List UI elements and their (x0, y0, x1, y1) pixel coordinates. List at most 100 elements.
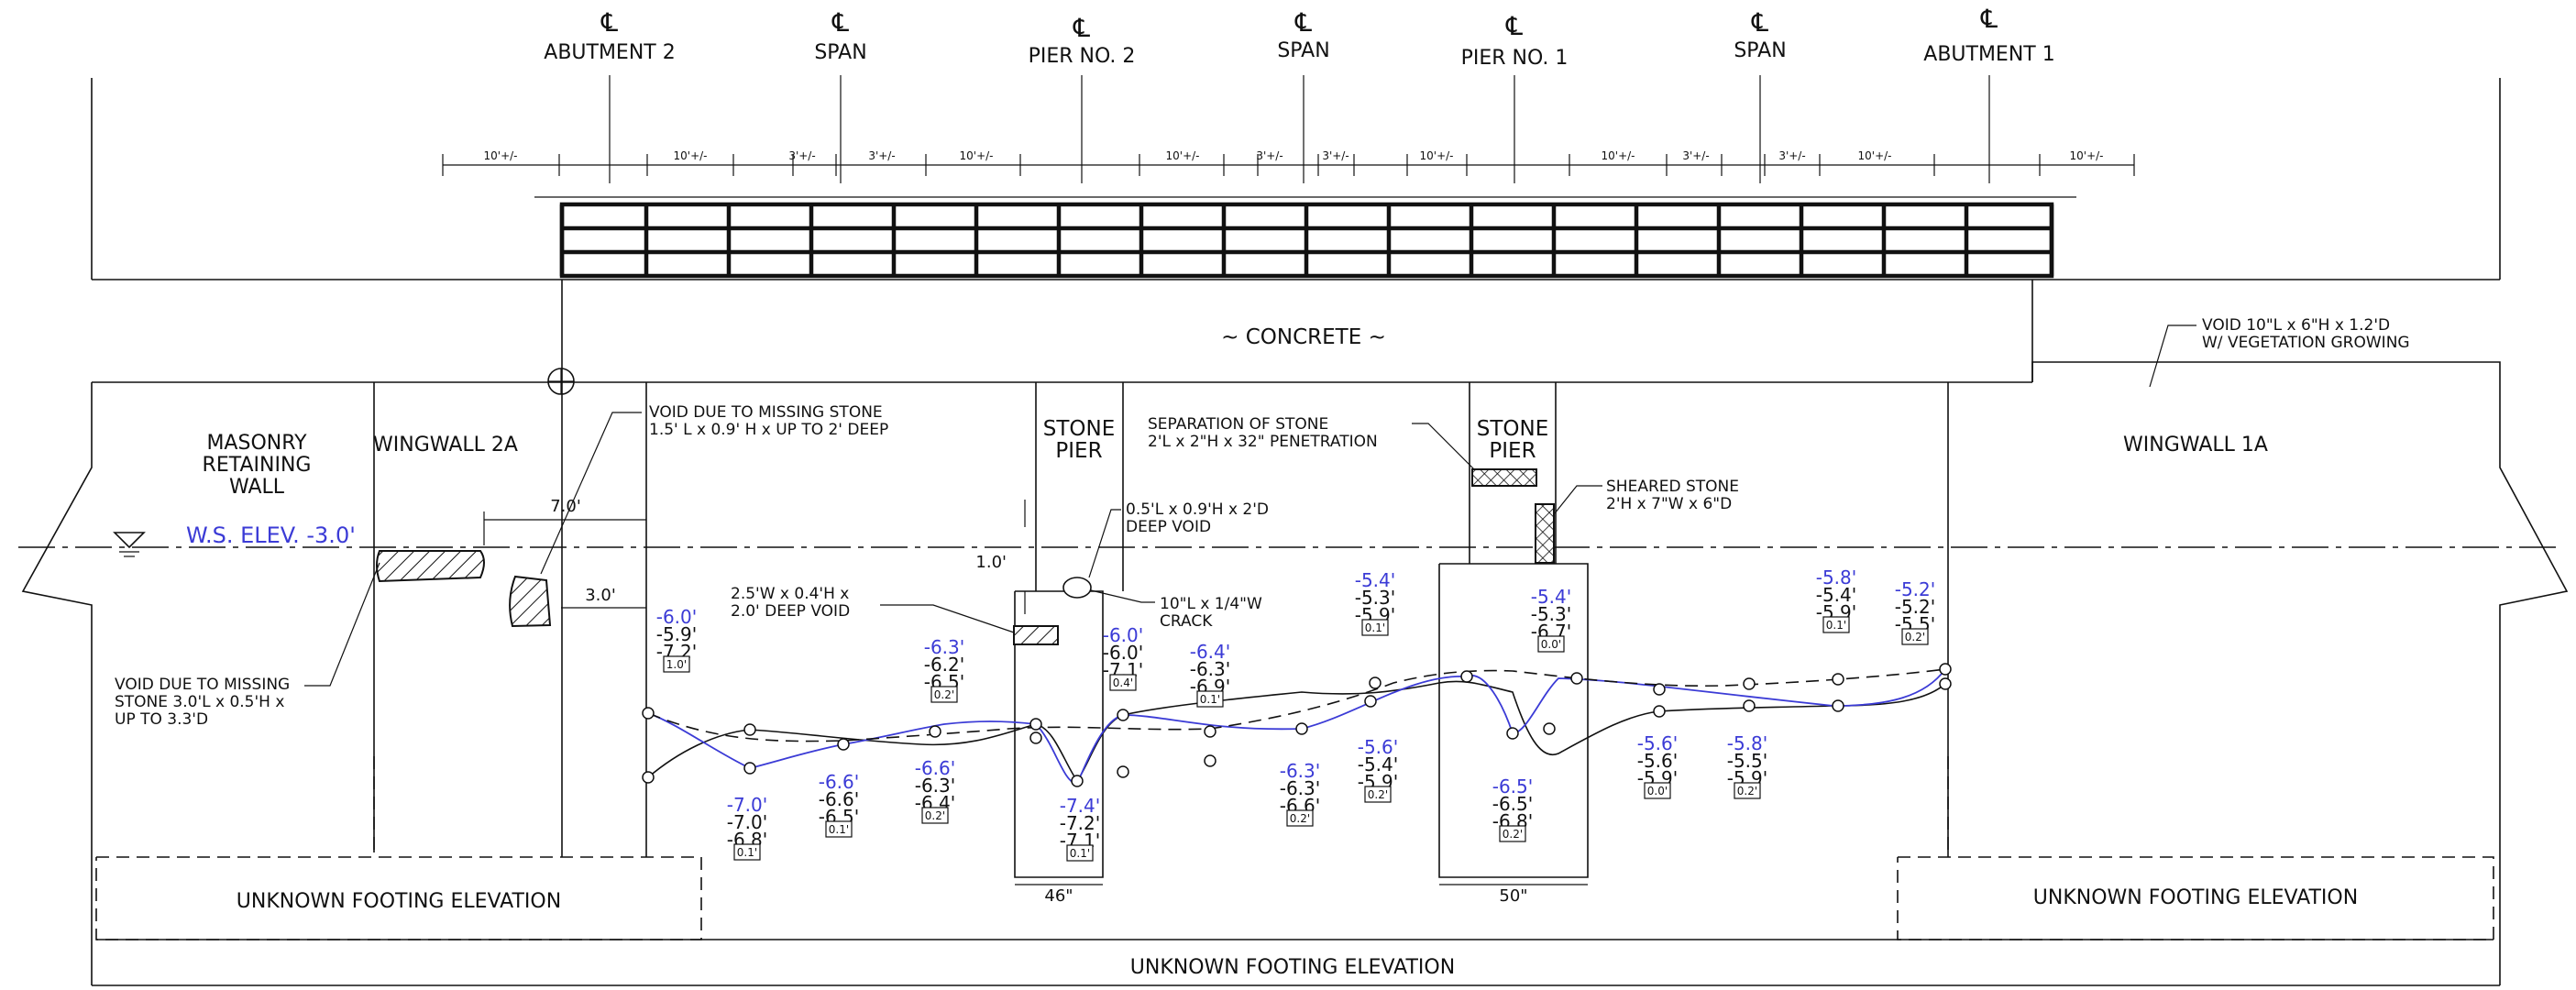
sounding-box-value: 0.1' (1070, 847, 1090, 860)
masonry-wall-label-line1: MASONRY (206, 432, 307, 455)
spacing-label: 3'+/- (1682, 149, 1709, 162)
centerline-label: ABUTMENT 1 (1923, 43, 2054, 66)
centerline-headers: ℄ ABUTMENT 2 ℄ SPAN ℄ PIER NO. 2 ℄ SPAN … (544, 4, 2055, 183)
channel-profile (642, 663, 1952, 787)
defect-markers (376, 368, 1555, 645)
substructure-outline (21, 78, 2569, 986)
dimension-1ft: 1.0' (975, 553, 1007, 572)
note-void-2-5w-line1: 2.5'W x 0.4'H x (731, 585, 849, 603)
sounding-value: -6.0' (656, 606, 698, 628)
sounding-point (1939, 677, 1952, 690)
sounding-point (929, 725, 941, 738)
wingwall-2a-label: WINGWALL 2A (373, 434, 518, 456)
masonry-wall-label-line3: WALL (229, 476, 285, 499)
beam-spacing-dimensions: 10'+/-10'+/-3'+/-3'+/-10'+/-10'+/-3'+/-3… (442, 149, 2135, 176)
sounding-box-value: 0.2' (1290, 812, 1310, 825)
sounding-point (1570, 672, 1583, 685)
stone-pier-left-label-line1: STONE (1043, 417, 1116, 441)
sounding-value: -6.2' (924, 654, 965, 676)
sounding-group: -6.6'-6.6'-6.5'0.1' (819, 771, 860, 838)
dimension-46in: 46" (1044, 886, 1073, 906)
sounding-box-value: 0.1' (1826, 619, 1846, 632)
centerline-abutment-2: ℄ ABUTMENT 2 (544, 7, 675, 64)
sounding-value: -6.0' (1103, 624, 1144, 646)
sounding-value: -5.8' (1727, 732, 1768, 754)
sounding-value: -6.5' (1492, 776, 1534, 798)
centerline-label: SPAN (1734, 39, 1786, 62)
sheared-stone (1535, 503, 1555, 564)
sounding-box-value: 0.2' (934, 688, 954, 701)
note-separation-line2: 2'L x 2"H x 32" PENETRATION (1148, 433, 1378, 451)
stone-pier-left-label-line2: PIER (1055, 439, 1102, 463)
sounding-value: -6.5' (1492, 793, 1534, 815)
centerline-symbol: ℄ (1294, 7, 1312, 38)
stone-pier-right-label-line1: STONE (1477, 417, 1549, 441)
spacing-label: 3'+/- (788, 149, 815, 162)
note-void-2-5w-line2: 2.0' DEEP VOID (731, 602, 850, 621)
sounding-point (1832, 673, 1844, 686)
stone-pier-right-label-line2: PIER (1489, 439, 1536, 463)
centerline-label: SPAN (1277, 39, 1329, 62)
sounding-value: -6.6' (819, 788, 860, 810)
sounding-value: -6.3' (924, 636, 965, 658)
note-void-missing-stone-top-line2: 1.5' L x 0.9' H x UP TO 2' DEEP (649, 421, 888, 439)
spacing-label: 3'+/- (868, 149, 895, 162)
sounding-value: -6.3' (1280, 777, 1321, 799)
spacing-label: 10'+/- (1420, 149, 1454, 162)
profile-line-black-solid (647, 680, 1946, 783)
sounding-point (1543, 722, 1556, 735)
sounding-value: -5.6' (1637, 750, 1679, 772)
sounding-box-value: 0.1' (737, 846, 757, 859)
sounding-point (1071, 775, 1084, 787)
sounding-point (1653, 683, 1666, 696)
sounding-box-value: 0.2' (1368, 788, 1388, 801)
sounding-group: -6.0'-6.0'-7.1'0.4' (1103, 624, 1144, 691)
note-callouts: VOID DUE TO MISSING STONE 1.5' L x 0.9' … (115, 316, 2410, 729)
sounding-value: -5.2' (1895, 578, 1936, 600)
sounding-box-value: 0.2' (1905, 631, 1925, 644)
footing-label-left: UNKNOWN FOOTING ELEVATION (237, 890, 561, 913)
sounding-point (743, 723, 756, 736)
sounding-value: -7.0' (727, 811, 768, 833)
sounding-value: -6.0' (1103, 642, 1144, 664)
sounding-group: -5.4'-5.3'-6.7'0.0' (1531, 586, 1571, 653)
centerline-pier-2: ℄ PIER NO. 2 (1029, 13, 1136, 68)
spacing-label: 3'+/- (1322, 149, 1349, 162)
sounding-point (1204, 725, 1216, 738)
sounding-box-value: 0.1' (1365, 622, 1385, 634)
void-missing-stone-wingwall (509, 575, 552, 628)
spacing-label: 10'+/- (960, 149, 994, 162)
sounding-value: -6.6' (819, 771, 860, 793)
centerline-label: PIER NO. 1 (1461, 47, 1569, 70)
sounding-box-value: 0.2' (925, 809, 945, 822)
sounding-value: -5.4' (1358, 754, 1399, 776)
sounding-box-value: 0.1' (1200, 693, 1220, 706)
sounding-point (1029, 732, 1042, 744)
sounding-group: -5.8'-5.4'-5.9'0.1' (1816, 566, 1856, 633)
deck-girders (559, 204, 2054, 276)
sounding-point (1369, 676, 1382, 689)
sounding-value: -5.3' (1355, 587, 1396, 609)
note-void-missing-stone-left-line3: UP TO 3.3'D (115, 710, 208, 729)
sounding-group: -6.4'-6.3'-6.9'0.1' (1190, 641, 1230, 708)
sounding-group: -7.4'-7.2'-7.1'0.1' (1060, 795, 1100, 862)
centerline-symbol: ℄ (1505, 11, 1523, 41)
concrete-label: ~ CONCRETE ~ (1221, 325, 1386, 349)
sounding-value: -5.2' (1895, 596, 1936, 618)
sounding-value: -5.6' (1358, 736, 1399, 758)
centerline-symbol: ℄ (1073, 13, 1090, 43)
centerline-label: ABUTMENT 2 (544, 41, 675, 64)
void-2-5w (1013, 625, 1059, 645)
sounding-point (1295, 722, 1308, 735)
masonry-wall-label-line2: RETAINING (203, 454, 312, 477)
sounding-value: -7.0' (727, 794, 768, 816)
note-sheared-line1: SHEARED STONE (1606, 478, 1739, 496)
footing-label-center: UNKNOWN FOOTING ELEVATION (1130, 956, 1455, 979)
spacing-label: 10'+/- (674, 149, 708, 162)
footing-label-right: UNKNOWN FOOTING ELEVATION (2033, 886, 2358, 909)
sounding-value: -5.4' (1355, 569, 1396, 591)
sounding-point (1117, 765, 1129, 778)
centerline-span-1: ℄ SPAN (814, 7, 866, 64)
dimension-50in: 50" (1499, 886, 1527, 906)
